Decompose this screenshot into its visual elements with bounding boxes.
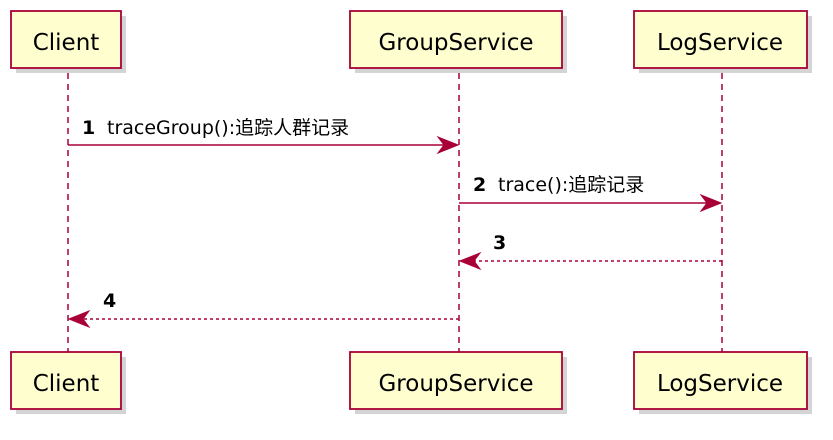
message-4: 4 (67, 290, 459, 329)
message-2-label: trace():追踪记录 (498, 174, 644, 196)
participant-client-bottom: Client (10, 351, 126, 414)
message-3-arrowhead (458, 251, 482, 271)
participant-group-service-top-label: GroupService (378, 30, 533, 56)
message-3-number: 3 (493, 232, 506, 254)
participant-client-bottom-label: Client (33, 371, 100, 397)
participant-log-service-top: LogService (633, 10, 812, 73)
message-2-number: 2 (473, 174, 486, 196)
message-1-arrowhead (436, 135, 460, 155)
message-1-number: 1 (82, 117, 95, 139)
message-1: 1 traceGroup():追踪人群记录 (68, 117, 460, 155)
participant-group-service-top: GroupService (349, 10, 567, 73)
message-3: 3 (458, 232, 722, 271)
participant-log-service-top-label: LogService (657, 30, 783, 56)
participant-log-service-bottom-label: LogService (657, 371, 783, 397)
participant-client-top-label: Client (33, 30, 100, 56)
message-4-number: 4 (103, 290, 116, 312)
participant-log-service-bottom: LogService (633, 351, 812, 414)
participant-client-top: Client (10, 10, 126, 73)
message-4-arrowhead (67, 309, 91, 329)
participant-group-service-bottom: GroupService (349, 351, 567, 414)
message-2-arrowhead (699, 193, 723, 213)
message-1-label: traceGroup():追踪人群记录 (107, 117, 349, 139)
participant-group-service-bottom-label: GroupService (378, 371, 533, 397)
message-2: 2 trace():追踪记录 (459, 174, 723, 213)
